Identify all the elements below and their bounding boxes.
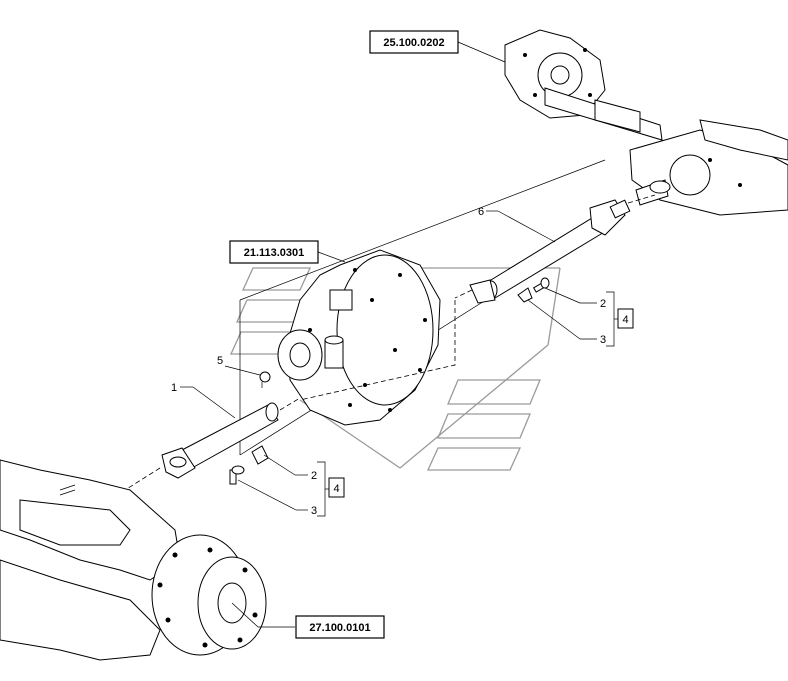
kit-box-upper[interactable]: 4	[617, 308, 634, 329]
reference-box-top-axle[interactable]: 25.100.0202	[369, 30, 459, 54]
reference-top-axle-text: 25.100.0202	[383, 37, 444, 49]
rear-drive-shaft	[454, 194, 656, 304]
callout-shaft-front: 1	[171, 382, 177, 394]
upper-bolt-and-clip	[517, 277, 550, 303]
grease-fitting	[259, 371, 271, 388]
callout-clip-lower: 3	[311, 505, 317, 517]
reference-box-bottom-axle[interactable]: 27.100.0101	[295, 615, 385, 639]
callout-shaft-rear: 6	[478, 206, 484, 218]
callout-bolt-lower: 2	[311, 470, 317, 482]
transmission-housing	[277, 249, 441, 426]
kit-lower-label: 4	[333, 483, 339, 495]
reference-box-transmission[interactable]: 21.113.0301	[229, 240, 319, 264]
leader-lines	[180, 41, 597, 628]
callout-bolt-upper: 2	[600, 298, 606, 310]
assembly-guide-line	[299, 300, 456, 401]
watermark-logo	[229, 267, 561, 471]
front-drive-shaft	[124, 397, 301, 491]
kit-upper-label: 4	[622, 314, 628, 326]
kit-box-lower[interactable]: 4	[328, 477, 345, 498]
reference-transmission-text: 21.113.0301	[244, 247, 305, 259]
callout-clip-upper: 3	[600, 334, 606, 346]
lower-bolt-and-clip	[229, 445, 269, 485]
callout-grease-fitting: 5	[217, 355, 223, 367]
reference-bottom-axle-text: 27.100.0101	[309, 622, 370, 634]
top-axle-assembly	[504, 29, 788, 216]
bottom-axle-assembly	[0, 459, 267, 661]
kit-brackets	[317, 291, 618, 517]
